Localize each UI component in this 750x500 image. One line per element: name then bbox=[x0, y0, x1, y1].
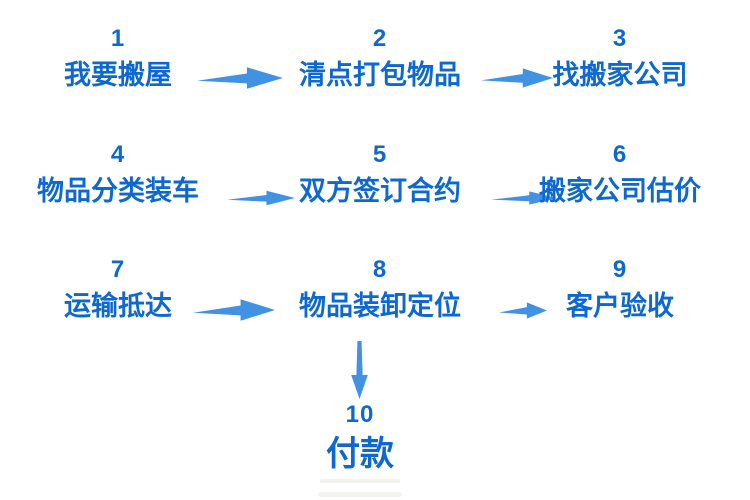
step-number: 10 bbox=[345, 401, 375, 428]
arrow-2-to-3-icon bbox=[481, 62, 553, 94]
step-number: 3 bbox=[612, 25, 628, 52]
step-2: 2 清点打包物品 bbox=[280, 24, 480, 92]
bottom-artifact bbox=[318, 492, 402, 497]
step-number: 1 bbox=[110, 25, 126, 52]
step-label: 清点打包物品 bbox=[299, 60, 461, 90]
step-label: 付款 bbox=[326, 435, 394, 473]
step-label: 双方签订合约 bbox=[299, 176, 461, 206]
step-number: 2 bbox=[372, 25, 388, 52]
step-number: 4 bbox=[110, 141, 126, 168]
step-10: 10 付款 bbox=[260, 400, 460, 474]
step-number: 5 bbox=[372, 141, 388, 168]
step-number: 7 bbox=[110, 256, 126, 283]
step-3: 3 找搬家公司 bbox=[520, 24, 720, 92]
step-8: 8 物品装卸定位 bbox=[280, 255, 480, 323]
arrow-5-to-6-icon bbox=[491, 187, 557, 209]
arrow-4-to-5-icon bbox=[227, 186, 295, 210]
step-number: 9 bbox=[612, 256, 628, 283]
arrow-7-to-8-icon bbox=[193, 292, 275, 328]
arrow-8-to-10-icon bbox=[346, 341, 373, 401]
step-7: 7 运输抵达 bbox=[18, 255, 218, 323]
step-label: 客户验收 bbox=[566, 291, 674, 321]
bottom-artifact bbox=[320, 479, 400, 483]
step-label: 找搬家公司 bbox=[552, 60, 688, 90]
arrow-8-to-9-icon bbox=[499, 297, 547, 324]
step-number: 6 bbox=[612, 141, 628, 168]
step-4: 4 物品分类装车 bbox=[18, 140, 218, 208]
step-label: 运输抵达 bbox=[64, 291, 172, 321]
arrow-1-to-2-icon bbox=[197, 60, 283, 96]
step-label: 物品装卸定位 bbox=[299, 291, 461, 321]
step-9: 9 客户验收 bbox=[520, 255, 720, 323]
step-number: 8 bbox=[372, 256, 388, 283]
step-label: 我要搬屋 bbox=[64, 60, 172, 90]
step-5: 5 双方签订合约 bbox=[280, 140, 480, 208]
step-6: 6 搬家公司估价 bbox=[520, 140, 720, 208]
step-label: 搬家公司估价 bbox=[539, 176, 701, 206]
step-1: 1 我要搬屋 bbox=[18, 24, 218, 92]
step-label: 物品分类装车 bbox=[37, 176, 199, 206]
